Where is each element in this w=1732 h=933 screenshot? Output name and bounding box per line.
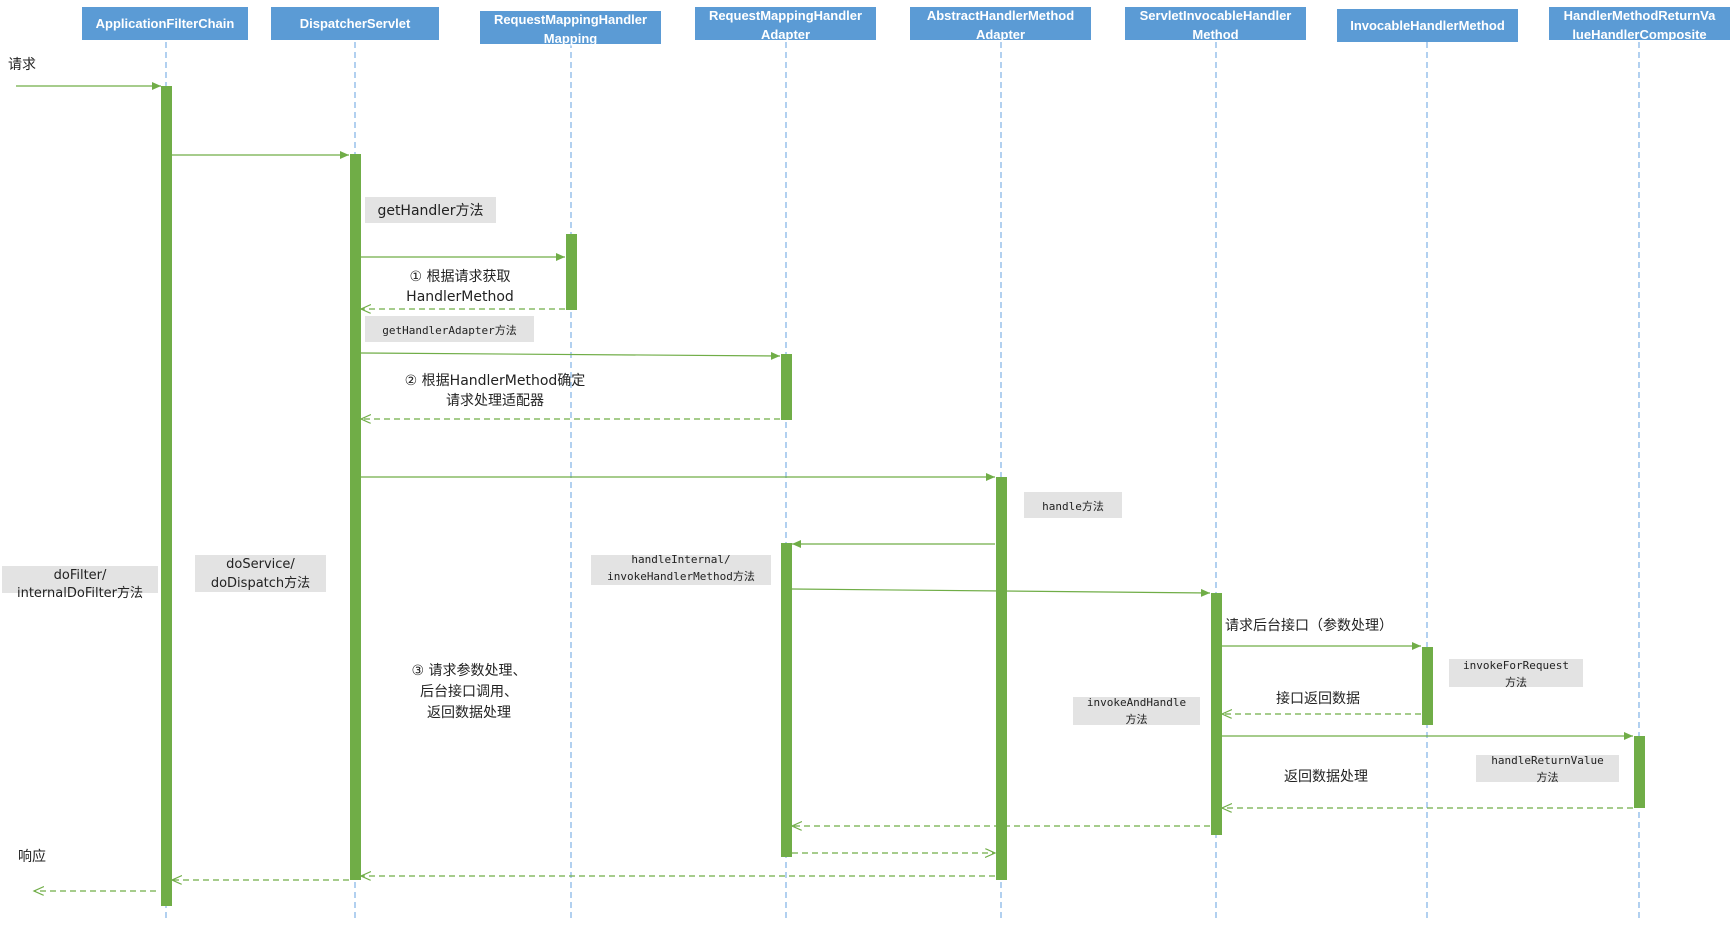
- note-text: doService/: [226, 557, 295, 572]
- participant-header-box: [82, 7, 248, 40]
- participant-header-box: [271, 7, 439, 40]
- activation-return-value-handler-composite: [1634, 736, 1645, 808]
- activation-invocable-handler-method: [1422, 647, 1433, 725]
- participant-label: InvocableHandlerMethod: [1350, 18, 1505, 33]
- participant-header-box: [1125, 7, 1306, 40]
- note-text: invokeHandlerMethod方法: [607, 569, 755, 583]
- note-background: [591, 555, 771, 585]
- notes: doFilter/internalDoFilter方法 doService/doD…: [2, 197, 1619, 784]
- note-handle: handle方法: [1024, 492, 1122, 518]
- activation-servlet-invocable-handler-method: [1211, 593, 1222, 835]
- participant-p7: InvocableHandlerMethod: [1337, 9, 1518, 42]
- note-text: invokeForRequest: [1463, 659, 1569, 672]
- activation-adapter-handle-internal: [781, 543, 792, 857]
- note-handle-return-value: handleReturnValue 方法: [1476, 754, 1619, 784]
- note-text: 方法: [1537, 770, 1559, 784]
- step3-label: 返回数据处理: [427, 705, 511, 721]
- step3-label: ③ 请求参数处理、: [411, 662, 526, 679]
- note-text: handle方法: [1042, 499, 1104, 513]
- participant-p8: HandlerMethodReturnVa lueHandlerComposite: [1549, 7, 1730, 42]
- note-get-handler-adapter: getHandlerAdapter方法: [365, 316, 534, 342]
- note-background: [1476, 755, 1619, 782]
- participant-label: DispatcherServlet: [300, 16, 411, 31]
- participant-header-box: [480, 11, 661, 44]
- note-dofilter: doFilter/internalDoFilter方法: [2, 566, 158, 601]
- participant-label: AbstractHandlerMethod: [927, 8, 1074, 23]
- note-text: doFilter/: [54, 568, 107, 583]
- note-background: [365, 197, 496, 223]
- note-text: doDispatch方法: [211, 575, 310, 591]
- participant-label: RequestMappingHandler: [709, 8, 862, 23]
- note-text: 方法: [1126, 712, 1148, 726]
- step2-label: ② 根据HandlerMethod确定: [405, 373, 586, 389]
- activation-dispatcher-servlet: [350, 154, 361, 880]
- participant-header-box: [910, 7, 1091, 40]
- activation-request-mapping-handler-mapping: [566, 234, 577, 310]
- participant-label: Adapter: [761, 27, 810, 42]
- activation-bars: [161, 86, 1645, 906]
- note-background: [1024, 492, 1122, 518]
- note-background: [1073, 697, 1200, 725]
- activation-application-filter-chain: [161, 86, 172, 906]
- note-get-handler: getHandler方法: [365, 197, 496, 223]
- participant-headers: ApplicationFilterChain DispatcherServlet R…: [82, 7, 1730, 46]
- note-background: [195, 555, 326, 592]
- invoke-and-handle-arrow: [791, 588, 1211, 597]
- note-invoke-for-request: invokeForRequest 方法: [1449, 659, 1583, 689]
- note-handle-internal: handleInternal/invokeHandlerMethod方法: [591, 553, 771, 585]
- participant-label: ServletInvocableHandler: [1140, 8, 1292, 23]
- note-doservice: doService/doDispatch方法: [195, 555, 326, 592]
- lifelines: [165, 42, 1640, 918]
- note-background: [365, 316, 534, 342]
- note-text: getHandlerAdapter方法: [382, 323, 517, 337]
- participant-label: Adapter: [976, 27, 1025, 42]
- note-text: invokeAndHandle: [1087, 696, 1186, 709]
- step2-label: 请求处理适配器: [446, 393, 544, 409]
- note-text: handleInternal/: [631, 553, 730, 566]
- step3-label: 后台接口调用、: [420, 683, 518, 700]
- messages: [16, 82, 1633, 891]
- note-background: [2, 566, 158, 593]
- participant-header-box: [1549, 7, 1730, 40]
- get-handler-adapter-arrow: [360, 351, 781, 360]
- response-label: 响应: [18, 848, 46, 865]
- activation-adapter-get-handler-adapter: [781, 354, 792, 420]
- backend-call-label: 请求后台接口（参数处理）: [1225, 617, 1393, 634]
- note-invoke-and-handle: invokeAndHandle 方法: [1073, 696, 1200, 726]
- participant-label: HandlerMethodReturnVa: [1564, 8, 1716, 23]
- note-background: [1449, 659, 1583, 687]
- participant-label: lueHandlerComposite: [1572, 27, 1706, 42]
- participant-p1: ApplicationFilterChain: [82, 7, 248, 40]
- return-process-label: 返回数据处理: [1284, 769, 1368, 785]
- participant-label: Method: [1192, 27, 1238, 42]
- interface-return-label: 接口返回数据: [1276, 690, 1360, 707]
- participant-label: ApplicationFilterChain: [96, 16, 235, 31]
- step1-label: HandlerMethod: [406, 289, 514, 305]
- activation-abstract-handler-method-adapter: [996, 477, 1007, 880]
- participant-p2: DispatcherServlet: [271, 7, 439, 40]
- participant-header-box: [1337, 9, 1518, 42]
- participant-label: RequestMappingHandler: [494, 12, 647, 27]
- note-text: handleReturnValue: [1491, 754, 1604, 767]
- request-label: 请求: [8, 57, 36, 73]
- participant-header-box: [695, 7, 876, 40]
- participant-label: Mapping: [544, 31, 597, 46]
- note-text: internalDoFilter方法: [17, 585, 143, 601]
- step1-label: ① 根据请求获取: [409, 269, 510, 285]
- note-text: getHandler方法: [377, 203, 483, 219]
- note-text: 方法: [1505, 675, 1527, 689]
